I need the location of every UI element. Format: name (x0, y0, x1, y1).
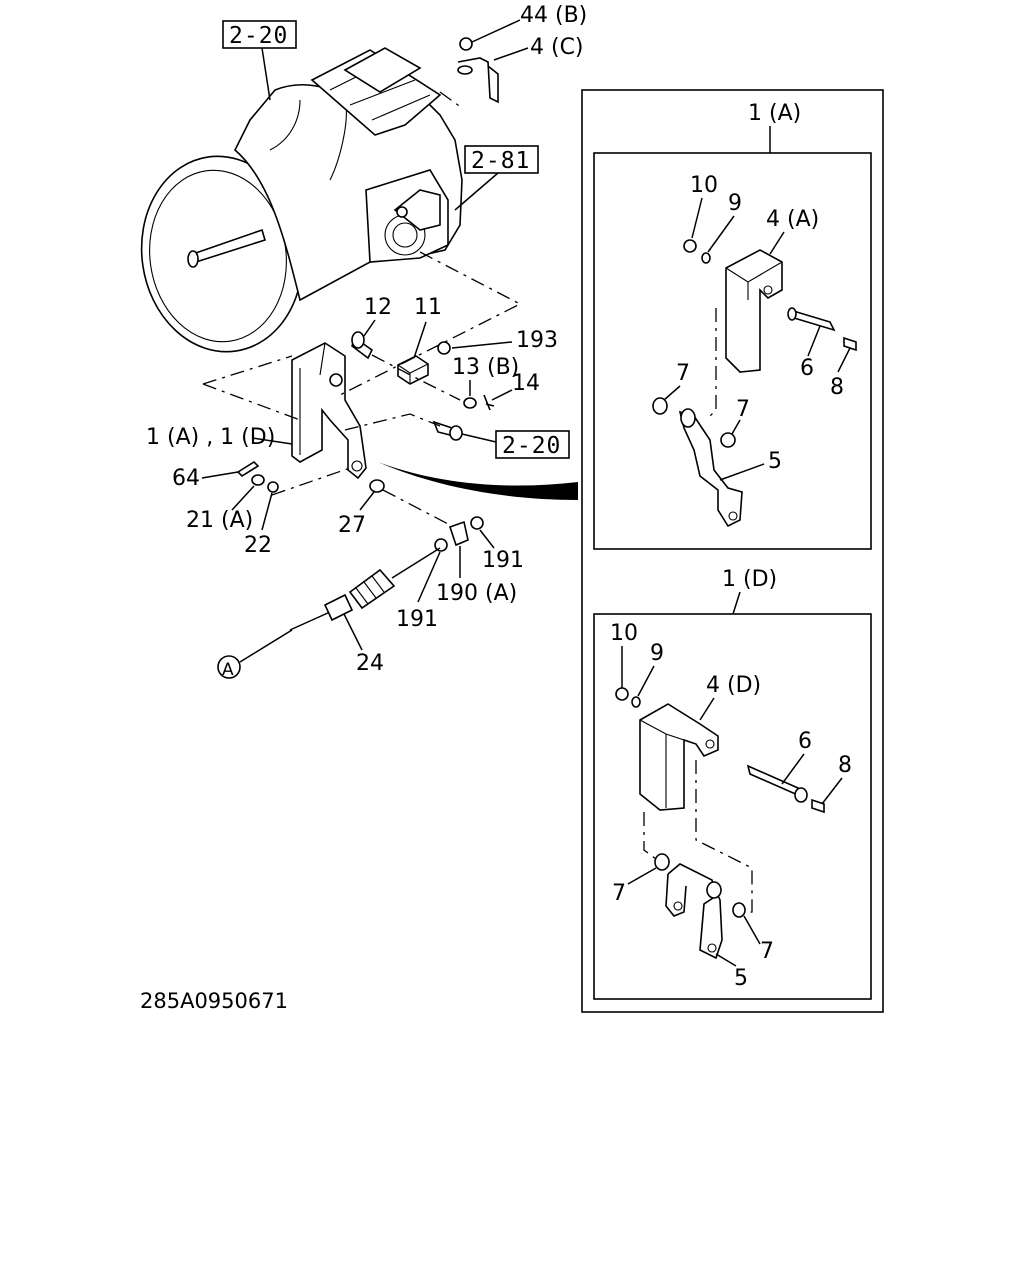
label-11: 11 (414, 295, 442, 320)
label-12: 12 (364, 295, 392, 320)
circle-a-marker: A (217, 655, 241, 680)
detail-leader-wedge (378, 462, 578, 500)
label-22: 22 (244, 533, 272, 558)
label-193: 193 (516, 328, 558, 353)
detail-1a-label-8: 8 (830, 375, 844, 400)
detail-1a-label-6: 6 (800, 356, 814, 381)
label-4c: 4 (C) (530, 35, 584, 60)
label-13b: 13 (B) (452, 355, 519, 380)
bolt-12 (351, 331, 374, 360)
nut-193 (437, 341, 451, 355)
washer-21a (251, 474, 265, 486)
detail-1d-label-9: 9 (650, 641, 664, 666)
bracket-1a-1d (291, 342, 367, 480)
pin-14 (483, 394, 495, 411)
label-27: 27 (338, 513, 366, 538)
detail-1d: 1 (D) 10 9 4 (D) 6 8 7 7 5 (593, 567, 872, 1000)
nut-191-upper (470, 516, 484, 530)
transmission-housing (140, 47, 463, 353)
ref-label-2-81: 2-81 (471, 148, 530, 174)
detail-1d-label-4d: 4 (D) (706, 673, 761, 698)
detail-1d-label-6: 6 (798, 729, 812, 754)
detail-1a-label-7-lower: 7 (736, 397, 750, 422)
drawing-code: 285A0950671 (140, 989, 288, 1013)
label-190a: 190 (A) (436, 581, 517, 606)
washer-27 (369, 479, 385, 493)
detail-1a-label-9: 9 (728, 191, 742, 216)
block-11 (397, 355, 429, 385)
cotter-pin-64 (236, 460, 260, 478)
detail-1a-label-5: 5 (768, 449, 782, 474)
washer-13b (463, 397, 477, 409)
label-64: 64 (172, 466, 200, 491)
nut-191-lower (434, 538, 448, 552)
ref-label-2-20-mid: 2-20 (502, 433, 561, 459)
label-191-lower: 191 (396, 607, 438, 632)
label-1a-1d: 1 (A) , 1 (D) (146, 425, 275, 450)
detail-1a: 1 (A) 10 9 4 (A) 6 8 7 7 5 (593, 101, 872, 550)
label-14: 14 (512, 371, 540, 396)
ref-box-2-20-mid[interactable]: 2-20 (495, 430, 570, 459)
detail-1a-label-10: 10 (690, 173, 718, 198)
bracket-4c (457, 19, 529, 104)
detail-1a-label-4a: 4 (A) (766, 207, 819, 232)
detail-panel (581, 89, 884, 1013)
washer-22 (267, 481, 279, 493)
detail-1a-label-7-upper: 7 (676, 361, 690, 386)
detail-1a-title: 1 (A) (748, 101, 801, 126)
label-21a: 21 (A) (186, 508, 253, 533)
detail-1d-title: 1 (D) (722, 567, 777, 592)
detail-1d-label-10: 10 (610, 621, 638, 646)
label-191-upper: 191 (482, 548, 524, 573)
detail-1d-label-8: 8 (838, 753, 852, 778)
ref-box-2-20-top[interactable]: 2-20 (222, 20, 297, 49)
detail-1d-label-7-lower: 7 (760, 939, 774, 964)
control-cable-24 (289, 547, 441, 631)
label-24: 24 (356, 651, 384, 676)
ref-box-2-81[interactable]: 2-81 (464, 145, 539, 174)
detail-1d-label-5: 5 (734, 966, 748, 991)
ref-label-2-20-top: 2-20 (229, 23, 288, 49)
circle-a-label: A (222, 660, 234, 680)
clevis-190a (448, 520, 469, 547)
label-44b: 44 (B) (520, 3, 587, 28)
detail-1d-label-7-upper: 7 (612, 881, 626, 906)
